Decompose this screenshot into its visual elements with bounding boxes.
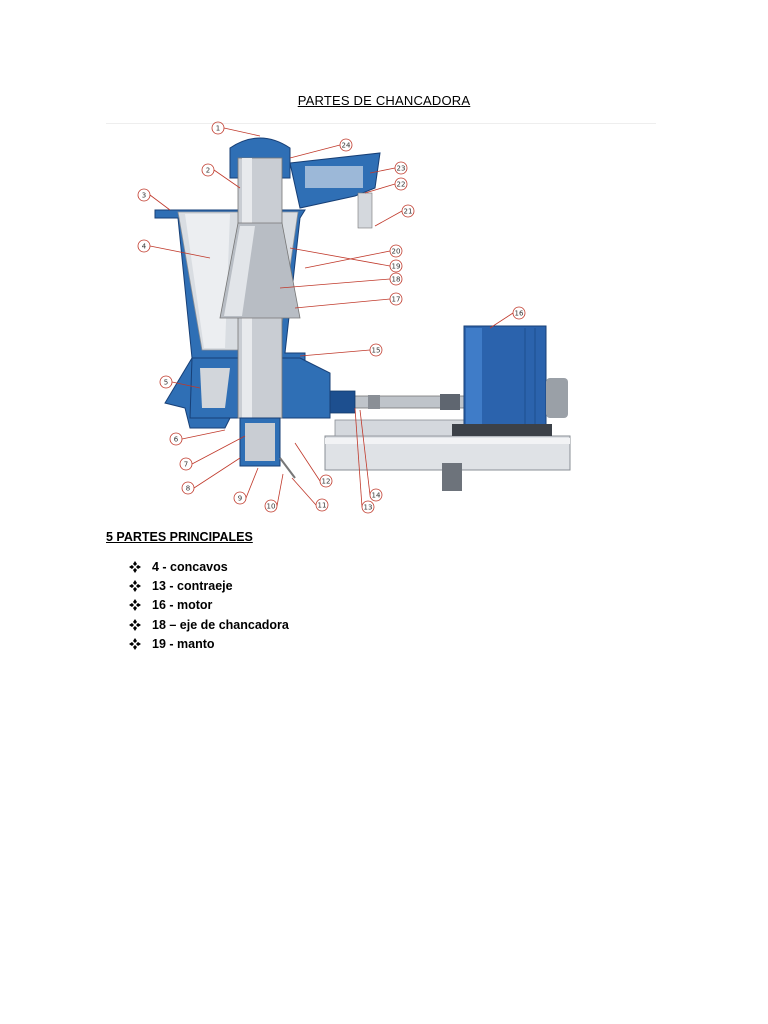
- crusher-cross-section-diagram: 1 2 3 4 5 6 7 8 9 10 11 12 13 14 15 16 1…: [137, 121, 571, 514]
- list-item: 18 – eje de chancadora: [128, 615, 289, 634]
- part-text: 4 - concavos: [152, 559, 228, 574]
- callout-17: 17: [392, 296, 401, 304]
- callout-18: 18: [392, 276, 401, 284]
- callout-6: 6: [174, 436, 179, 444]
- list-item: 13 - contraeje: [128, 576, 289, 595]
- list-item: 16 - motor: [128, 596, 289, 615]
- callout-13: 13: [364, 504, 373, 512]
- callout-14: 14: [372, 492, 381, 500]
- list-item: 4 - concavos: [128, 557, 289, 576]
- callout-3: 3: [142, 192, 146, 200]
- callout-12: 12: [322, 478, 331, 486]
- part-text: 13 - contraeje: [152, 578, 233, 593]
- callout-23: 23: [397, 165, 406, 173]
- callout-20: 20: [392, 248, 401, 256]
- callout-7: 7: [184, 461, 188, 469]
- principal-parts-heading: 5 PARTES PRINCIPALES: [106, 530, 253, 544]
- list-item: 19 - manto: [128, 634, 289, 653]
- diamond-bullet-icon: [129, 618, 141, 631]
- page-title: PARTES DE CHANCADORA: [297, 93, 471, 108]
- principal-parts-list: 4 - concavos 13 - contraeje 16 - motor 1…: [128, 557, 289, 653]
- callout-15: 15: [372, 347, 381, 355]
- callout-19: 19: [392, 263, 401, 271]
- callout-2: 2: [206, 167, 210, 175]
- callout-5: 5: [164, 379, 168, 387]
- callout-4: 4: [142, 243, 147, 251]
- callout-21: 21: [404, 208, 413, 216]
- callout-22: 22: [397, 181, 406, 189]
- callout-24: 24: [342, 142, 351, 150]
- callout-8: 8: [186, 485, 190, 493]
- header-divider: [106, 123, 656, 124]
- callout-10: 10: [267, 503, 276, 511]
- part-text: 18 – eje de chancadora: [152, 617, 289, 632]
- diamond-bullet-icon: [129, 579, 141, 592]
- callout-9: 9: [238, 495, 242, 503]
- diamond-bullet-icon: [129, 560, 141, 573]
- diamond-bullet-icon: [129, 599, 141, 612]
- diamond-bullet-icon: [129, 637, 141, 650]
- callout-16: 16: [515, 310, 524, 318]
- part-text: 16 - motor: [152, 598, 213, 613]
- part-text: 19 - manto: [152, 636, 215, 651]
- callout-1: 1: [216, 125, 220, 133]
- callout-11: 11: [318, 502, 327, 510]
